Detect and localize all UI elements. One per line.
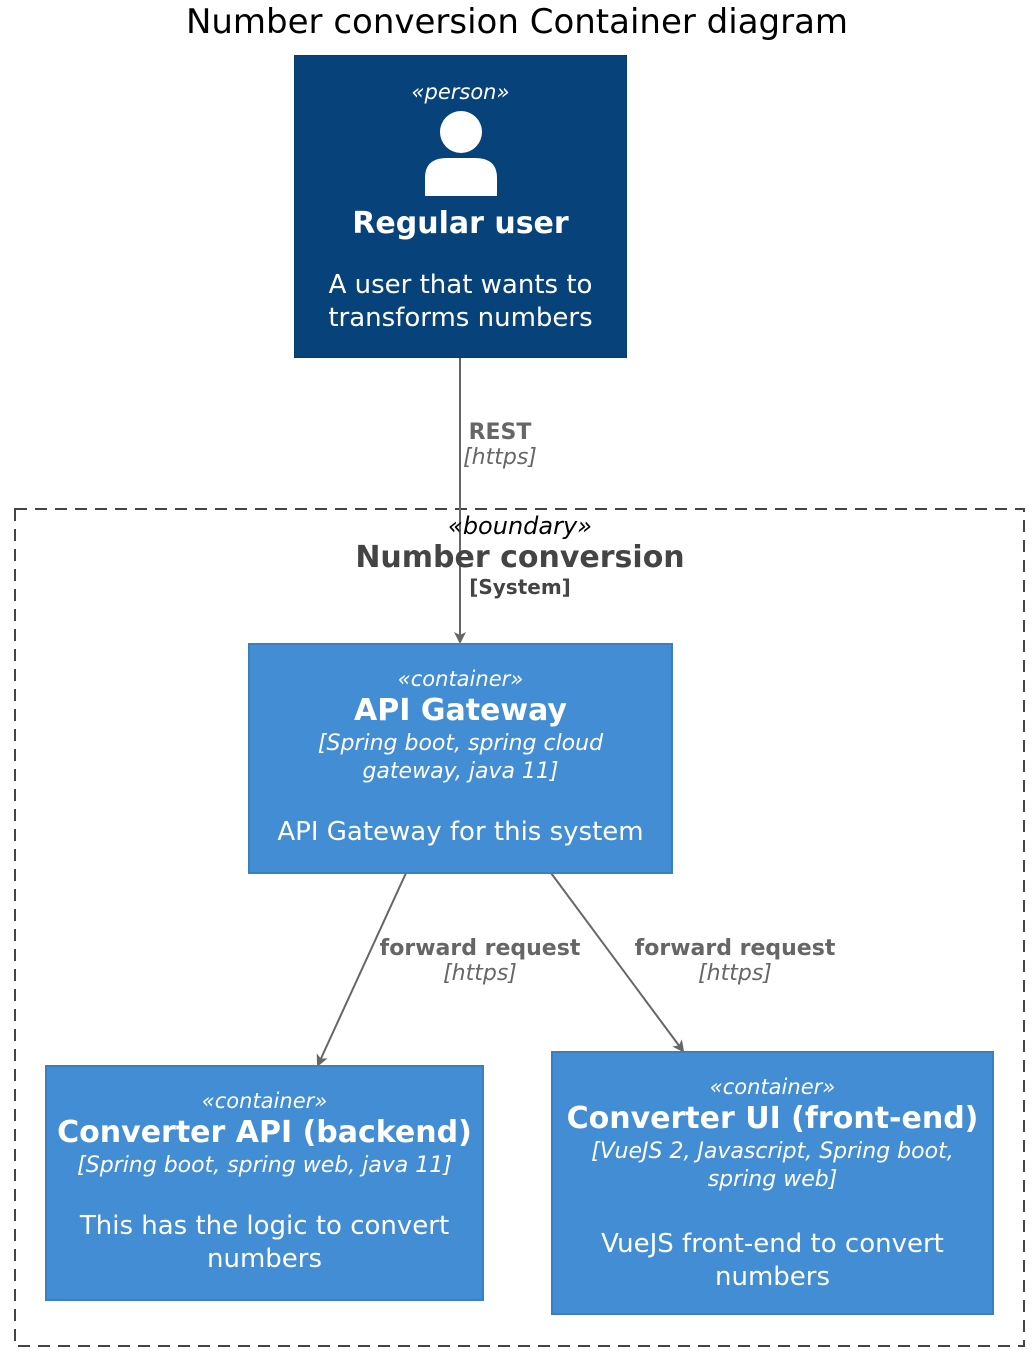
converter-ui-tech-line2: spring web]: [707, 1167, 838, 1192]
boundary-header: «boundary» Number conversion [System]: [280, 512, 760, 599]
converter-ui-description-line2: numbers: [714, 1262, 831, 1292]
edge-forward-ui-tech: [https]: [698, 961, 772, 986]
edge-forward-ui-label: forward request: [634, 936, 836, 961]
person-name: Regular user: [352, 206, 569, 241]
edge-rest-tech: [https]: [463, 445, 537, 470]
person-regular-user[interactable]: «person» Regular user A user that wants …: [294, 55, 627, 358]
converter-ui-tech-line1: [VueJS 2, Javascript, Spring boot,: [591, 1139, 954, 1164]
gateway-tech-line1: [Spring boot, spring cloud: [317, 731, 604, 756]
edge-label-forward-ui: forward request [https]: [625, 936, 845, 986]
edge-gateway-to-api: [316, 872, 407, 1067]
gateway-stereotype: «container»: [397, 667, 524, 691]
person-description-line1: A user that wants to: [328, 270, 593, 300]
container-converter-ui[interactable]: «container» Converter UI (front-end) [Vu…: [551, 1051, 994, 1315]
container-converter-api[interactable]: «container» Converter API (backend) [Spr…: [45, 1065, 484, 1301]
converter-ui-stereotype: «container»: [709, 1075, 836, 1099]
person-description-line2: transforms numbers: [328, 303, 593, 333]
boundary-name: Number conversion: [355, 540, 685, 575]
converter-ui-description-line1: VueJS front-end to convert: [601, 1229, 944, 1259]
edge-gateway-to-ui: [550, 872, 685, 1053]
person-stereotype: «person»: [411, 80, 510, 104]
converter-api-stereotype: «container»: [201, 1089, 328, 1113]
edge-forward-api-tech: [https]: [443, 961, 517, 986]
converter-api-description-line2: numbers: [206, 1244, 323, 1274]
gateway-description: API Gateway for this system: [277, 817, 644, 847]
person-icon: [424, 111, 497, 196]
edge-forward-api-label: forward request: [379, 936, 581, 961]
system-boundary: [14, 508, 1025, 1347]
container-api-gateway[interactable]: «container» API Gateway [Spring boot, sp…: [248, 643, 673, 874]
boundary-stereotype: «boundary»: [448, 512, 592, 540]
diagram-title: Number conversion Container diagram: [185, 2, 849, 42]
converter-ui-name: Converter UI (front-end): [566, 1101, 979, 1136]
converter-api-name: Converter API (backend): [57, 1115, 472, 1150]
gateway-name: API Gateway: [354, 693, 567, 728]
boundary-type: [System]: [469, 575, 571, 599]
edge-label-forward-api: forward request [https]: [370, 936, 590, 986]
edge-label-rest: REST [https]: [420, 420, 580, 470]
gateway-tech-line2: gateway, java 11]: [362, 759, 559, 784]
converter-api-description-line1: This has the logic to convert: [79, 1211, 450, 1241]
converter-api-tech: [Spring boot, spring web, java 11]: [77, 1153, 452, 1178]
edge-rest-label: REST: [468, 420, 532, 445]
